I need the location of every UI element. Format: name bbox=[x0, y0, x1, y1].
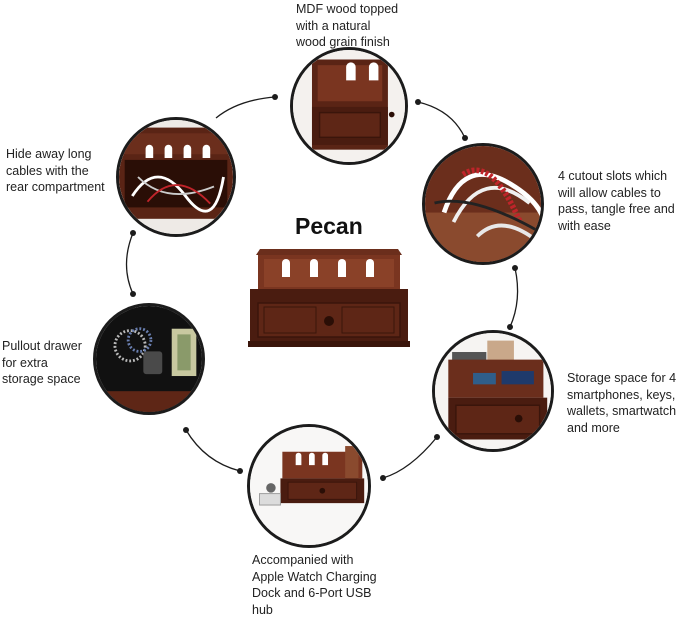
caption-line: MDF wood topped bbox=[296, 1, 398, 18]
caption-cutouts: 4 cutout slots which will allow cables t… bbox=[558, 168, 675, 234]
caption-line: cables with the bbox=[6, 163, 105, 180]
connector-dot bbox=[237, 468, 243, 474]
connector-dot bbox=[434, 434, 440, 440]
caption-line: wood grain finish bbox=[296, 34, 398, 51]
caption-line: Storage space for 4 bbox=[567, 370, 676, 387]
feature-photo-rear bbox=[116, 117, 236, 237]
connector-arc bbox=[127, 233, 134, 294]
connector-arc bbox=[510, 268, 518, 327]
caption-line: Pullout drawer bbox=[2, 338, 82, 355]
connector-dot bbox=[512, 265, 518, 271]
product-title: Pecan bbox=[295, 213, 363, 240]
caption-line: wallets, smartwatch bbox=[567, 403, 676, 420]
caption-line: Hide away long bbox=[6, 146, 105, 163]
caption-storage: Storage space for 4 smartphones, keys, w… bbox=[567, 370, 676, 436]
product-hero-image bbox=[244, 243, 414, 351]
caption-line: Dock and 6-Port USB bbox=[252, 585, 377, 602]
caption-line: 4 cutout slots which bbox=[558, 168, 675, 185]
caption-line: Apple Watch Charging bbox=[252, 569, 377, 586]
feature-photo-top bbox=[290, 47, 408, 165]
caption-line: with ease bbox=[558, 218, 675, 235]
connector-arc bbox=[186, 430, 240, 471]
caption-line: rear compartment bbox=[6, 179, 105, 196]
caption-line: storage space bbox=[2, 371, 82, 388]
connector-dot bbox=[507, 324, 513, 330]
caption-line: with a natural bbox=[296, 18, 398, 35]
caption-accessories: Accompanied with Apple Watch Charging Do… bbox=[252, 552, 377, 618]
connector-dot bbox=[415, 99, 421, 105]
caption-line: for extra bbox=[2, 355, 82, 372]
caption-line: and more bbox=[567, 420, 676, 437]
feature-photo-cutouts bbox=[422, 143, 544, 265]
connector-dot bbox=[272, 94, 278, 100]
caption-line: pass, tangle free and bbox=[558, 201, 675, 218]
feature-photo-accessories bbox=[247, 424, 371, 548]
connector-arc bbox=[383, 437, 437, 478]
caption-rear: Hide away long cables with the rear comp… bbox=[6, 146, 105, 196]
connector-dot bbox=[462, 135, 468, 141]
connector-dot bbox=[130, 291, 136, 297]
feature-photo-drawer bbox=[93, 303, 205, 415]
connector-dot bbox=[380, 475, 386, 481]
caption-line: will allow cables to bbox=[558, 185, 675, 202]
caption-top: MDF wood topped with a natural wood grai… bbox=[296, 1, 398, 51]
connector-dot bbox=[130, 230, 136, 236]
caption-line: smartphones, keys, bbox=[567, 387, 676, 404]
connector-dot bbox=[183, 427, 189, 433]
feature-photo-storage bbox=[432, 330, 554, 452]
caption-drawer: Pullout drawer for extra storage space bbox=[2, 338, 82, 388]
connector-arc bbox=[418, 102, 465, 138]
caption-line: Accompanied with bbox=[252, 552, 377, 569]
caption-line: hub bbox=[252, 602, 377, 618]
connector-arc bbox=[216, 97, 275, 118]
